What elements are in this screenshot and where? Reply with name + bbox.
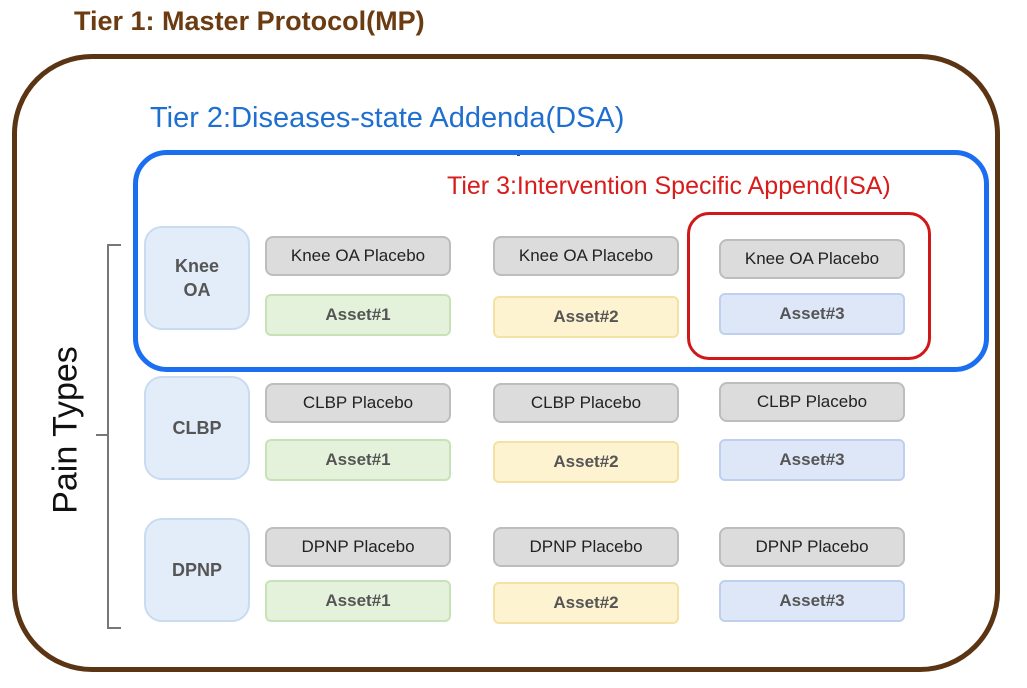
asset-box: Asset#2	[493, 582, 679, 624]
tier2-title: Tier 2:Diseases-state Addenda(DSA)	[150, 102, 625, 134]
asset-box: Asset#2	[493, 441, 679, 483]
asset-box: Asset#1	[265, 294, 451, 336]
pain-type-box-knee-oa: Knee OA	[144, 226, 250, 330]
tier3-frame	[687, 212, 931, 360]
pain-type-box-dpnp: DPNP	[144, 518, 250, 622]
placebo-box: DPNP Placebo	[265, 527, 451, 567]
placebo-box: Knee OA Placebo	[265, 236, 451, 276]
tier2-frame	[133, 150, 989, 372]
asset-box: Asset#3	[719, 580, 905, 622]
placebo-box: DPNP Placebo	[719, 527, 905, 567]
pain-types-bracket	[107, 244, 121, 629]
asset-box: Asset#3	[719, 293, 905, 335]
placebo-box: Knee OA Placebo	[493, 236, 679, 276]
tier3-title: Tier 3:Intervention Specific Append(ISA)	[447, 172, 891, 200]
tier1-title: Tier 1: Master Protocol(MP)	[74, 6, 425, 36]
pain-type-box-clbp: CLBP	[144, 376, 250, 480]
pain-types-text: Pain Types	[46, 346, 85, 514]
placebo-box: DPNP Placebo	[493, 527, 679, 567]
placebo-box: CLBP Placebo	[265, 383, 451, 423]
tier1-frame	[12, 54, 1000, 672]
asset-box: Asset#1	[265, 580, 451, 622]
pain-types-bracket-tick	[96, 434, 108, 436]
placebo-box: CLBP Placebo	[493, 383, 679, 423]
asset-box: Asset#3	[719, 439, 905, 481]
placebo-box: Knee OA Placebo	[719, 239, 905, 279]
asset-box: Asset#1	[265, 439, 451, 481]
placebo-box: CLBP Placebo	[719, 382, 905, 422]
asset-box: Asset#2	[493, 296, 679, 338]
